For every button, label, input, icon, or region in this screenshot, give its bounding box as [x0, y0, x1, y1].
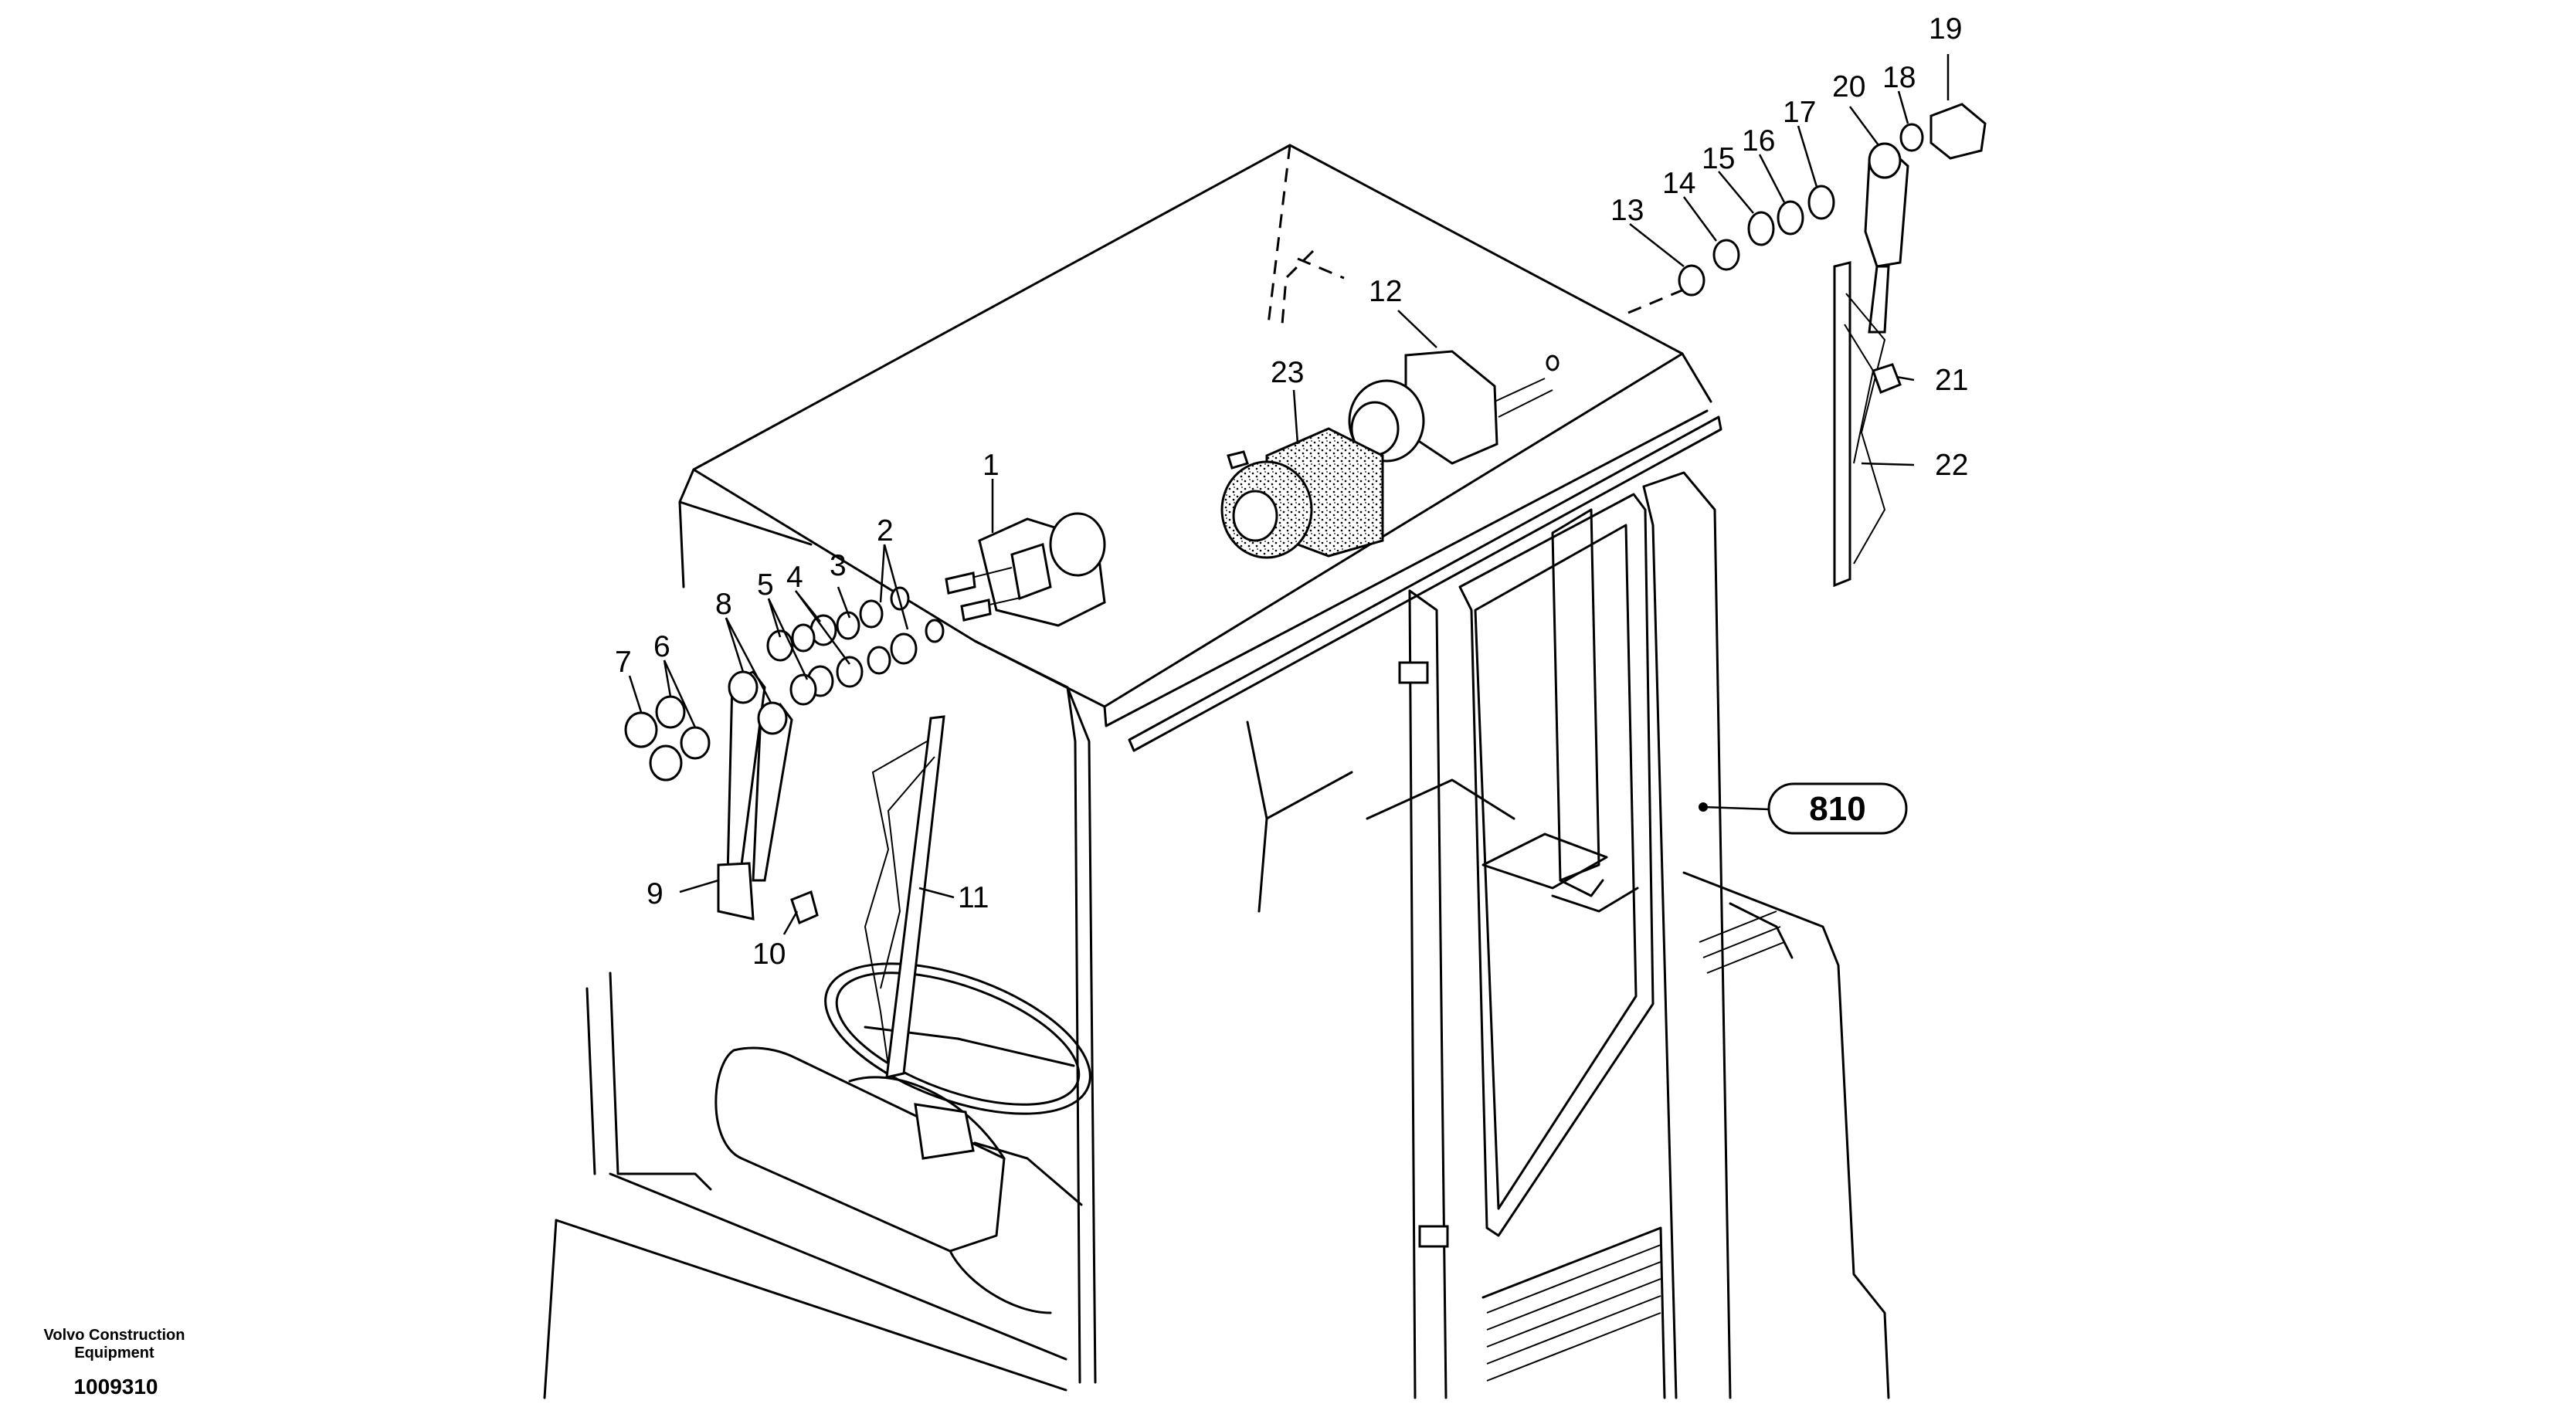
- callout-3: 3: [830, 549, 847, 582]
- callout-4: 4: [786, 561, 803, 594]
- callout-2: 2: [877, 514, 894, 548]
- callout-leaders: [628, 54, 1950, 935]
- wiper-blade-clip: [1872, 363, 1902, 394]
- callout-7: 7: [615, 646, 632, 679]
- callout-16: 16: [1742, 124, 1775, 158]
- rear-hardware-stack: [1627, 103, 1987, 334]
- motor-rubber-pad: [1220, 427, 1384, 559]
- front-wiper-motor: [945, 512, 1106, 627]
- rear-wiper-motor: [1348, 350, 1560, 465]
- callout-6: 6: [653, 630, 670, 663]
- footer-company-line2: Equipment: [74, 1344, 154, 1361]
- steering-wheel: [824, 962, 1091, 1160]
- callout-14: 14: [1662, 167, 1695, 200]
- front-wiper-blade: [864, 715, 945, 1079]
- callout-1: 1: [983, 449, 1000, 482]
- reference-badge: 810: [1699, 782, 1908, 835]
- callout-19: 19: [1929, 12, 1962, 46]
- callout-13: 13: [1610, 194, 1644, 227]
- callout-8: 8: [715, 588, 732, 621]
- callout-22: 22: [1935, 449, 1968, 482]
- drawing-number: 1009310: [73, 1375, 158, 1399]
- callout-17: 17: [1783, 96, 1816, 129]
- rear-wiper-blade: [1833, 261, 1886, 588]
- callout-labels: 1 2 3 4 5 6 7 8 9 10 11 12 13 14 15 16 1…: [615, 12, 1968, 971]
- callout-20: 20: [1832, 70, 1865, 103]
- callout-11: 11: [958, 881, 989, 914]
- callout-12: 12: [1369, 275, 1402, 308]
- reference-badge-text: 810: [1809, 790, 1865, 828]
- callout-21: 21: [1935, 364, 1968, 397]
- callout-15: 15: [1702, 142, 1735, 175]
- callout-18: 18: [1882, 61, 1916, 94]
- footer-company-line1: Volvo Construction: [44, 1327, 185, 1344]
- callout-10: 10: [752, 938, 786, 971]
- drawing-footer: Volvo Construction Equipment 1009310: [44, 1327, 185, 1399]
- cab-outline: [543, 144, 1890, 1399]
- front-hardware-stack: [624, 586, 945, 921]
- callout-9: 9: [647, 877, 664, 910]
- callout-23: 23: [1271, 356, 1304, 389]
- callout-5: 5: [757, 568, 774, 602]
- wiper-arm-clip: [790, 890, 819, 925]
- engine-vent-grille: [1481, 910, 1785, 1399]
